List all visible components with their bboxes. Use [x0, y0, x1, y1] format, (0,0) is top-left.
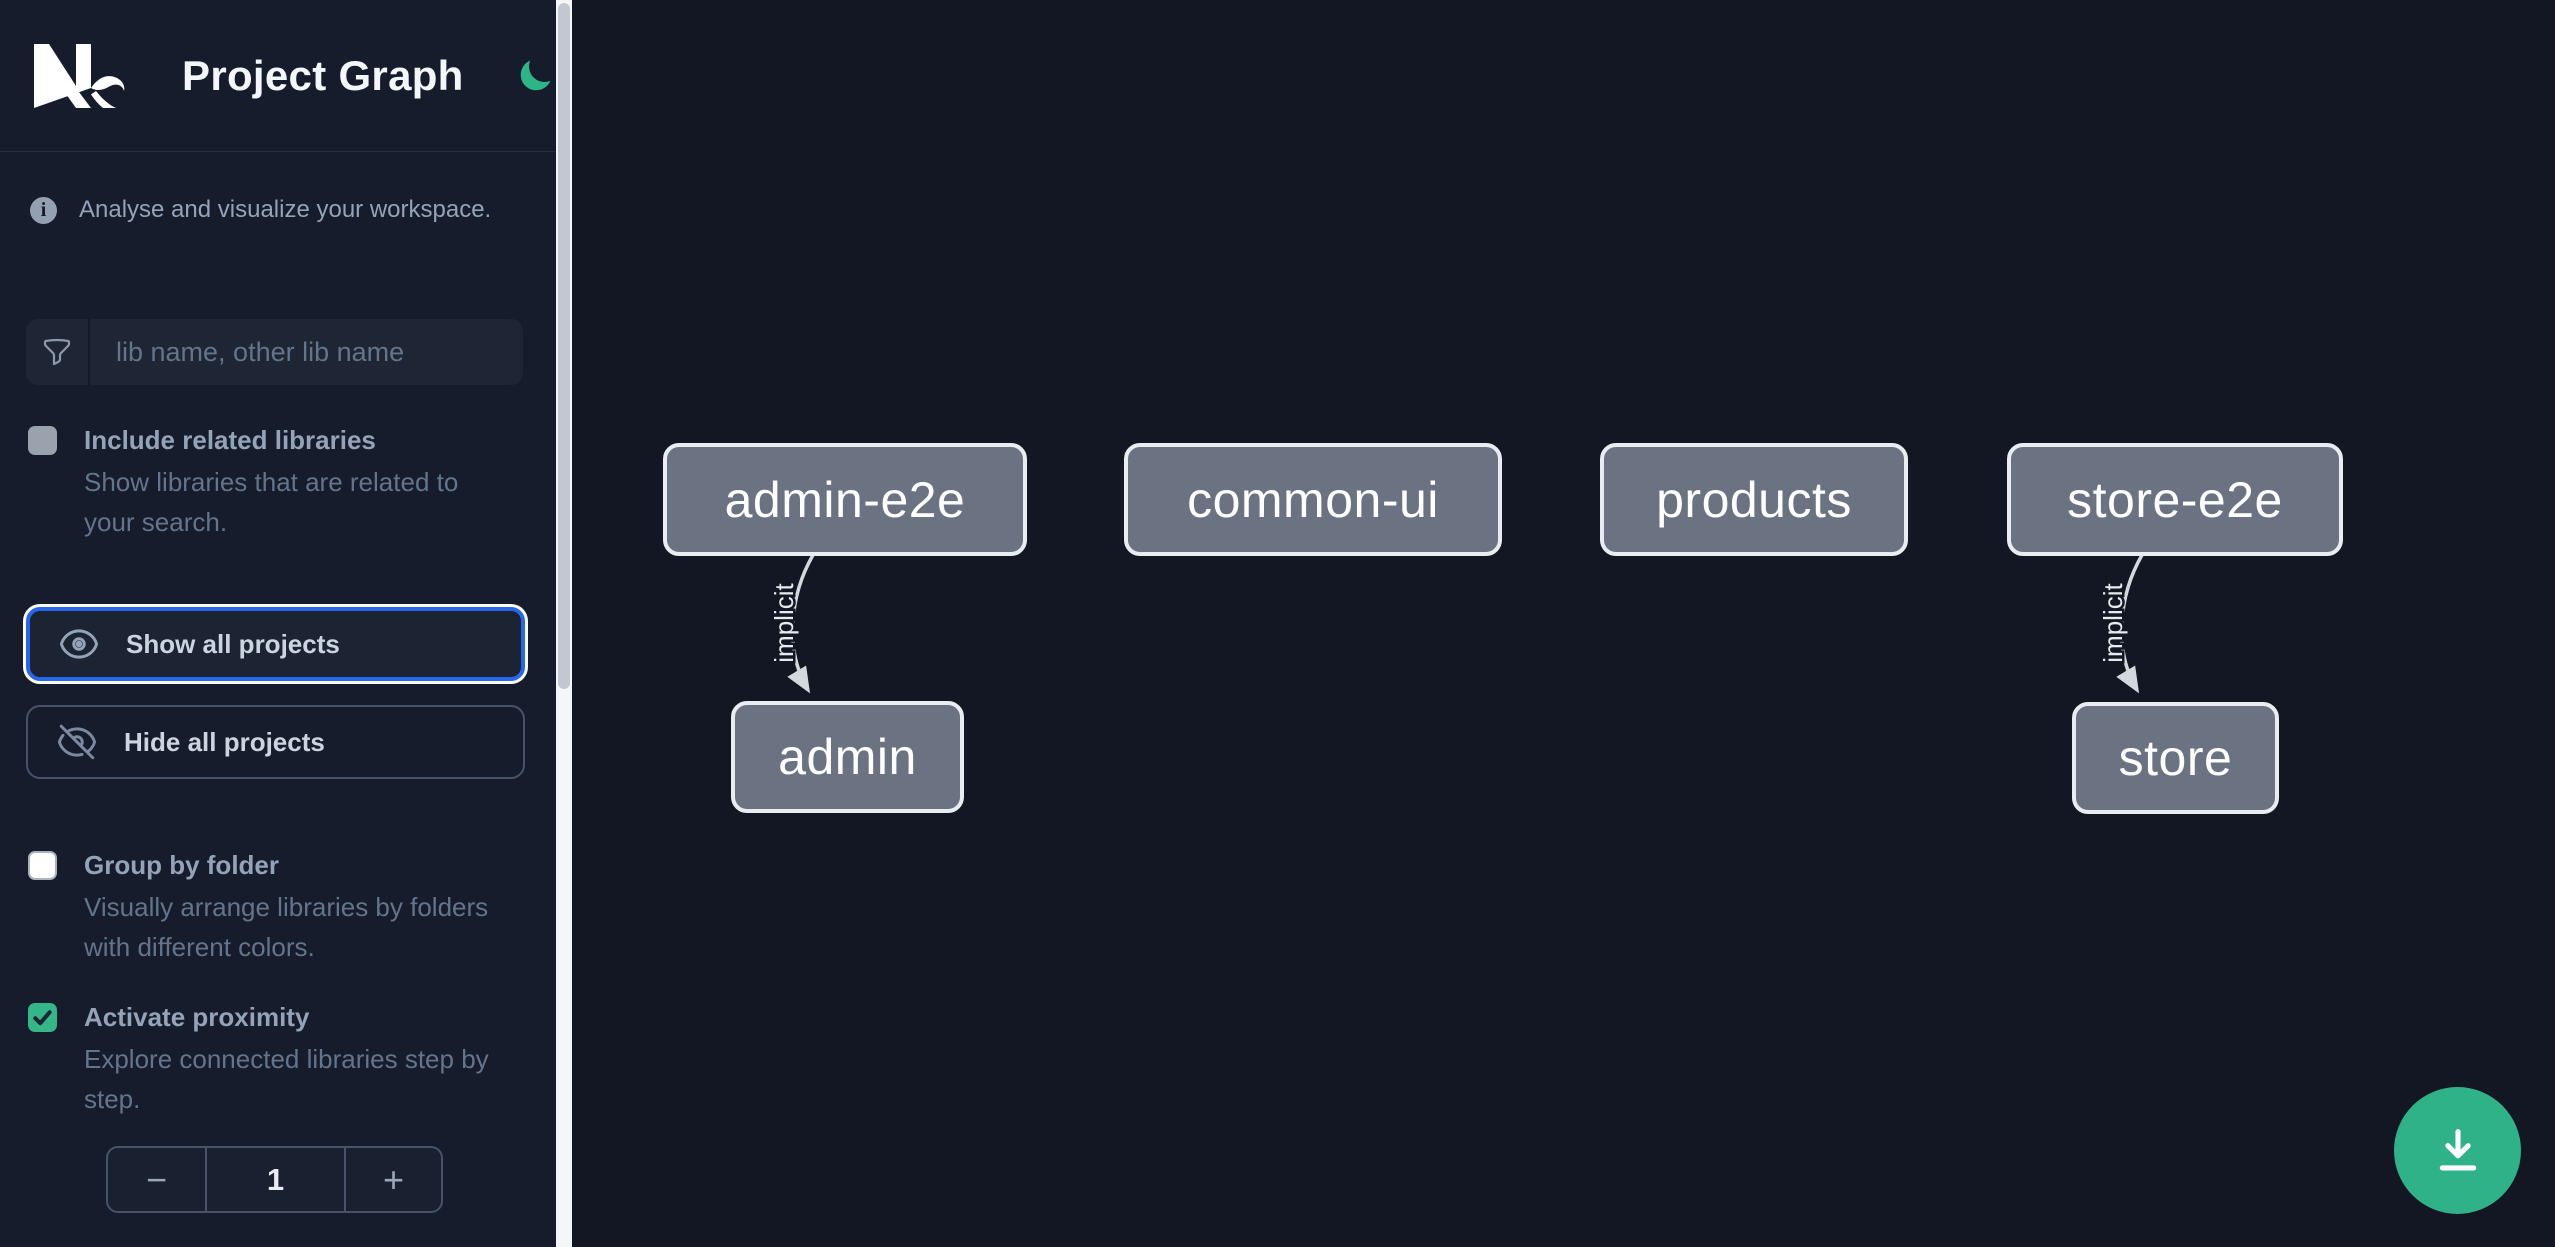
- show-all-projects-button[interactable]: Show all projects: [26, 607, 525, 681]
- activate-proximity-label: Activate proximity: [84, 1002, 310, 1032]
- group-by-folder-block: Group by folder Visually arrange librari…: [28, 849, 508, 967]
- group-by-folder-description: Visually arrange libraries by folders wi…: [84, 892, 489, 962]
- graph-node-admin-e2e[interactable]: admin-e2e: [663, 443, 1027, 556]
- nx-logo-icon: [34, 43, 125, 108]
- graph-node-admin[interactable]: admin: [731, 701, 964, 813]
- graph-node-store-e2e[interactable]: store-e2e: [2007, 443, 2343, 556]
- activate-proximity-block: Activate proximity Explore connected lib…: [28, 1001, 508, 1119]
- hide-all-projects-label: Hide all projects: [124, 726, 325, 757]
- filter-funnel-icon: [26, 319, 90, 385]
- info-icon: i: [30, 196, 57, 224]
- stepper-decrement-button[interactable]: −: [108, 1148, 207, 1211]
- edge-label: implicit: [769, 583, 799, 663]
- activate-proximity-checkbox[interactable]: [28, 1003, 57, 1032]
- activate-proximity-description: Explore connected libraries step by step…: [84, 1044, 489, 1114]
- edge-label: implicit: [2098, 583, 2128, 663]
- download-graph-button[interactable]: [2394, 1087, 2521, 1214]
- show-all-projects-label: Show all projects: [126, 628, 340, 659]
- sidebar-header: Project Graph: [0, 0, 556, 152]
- include-related-description: Show libraries that are related to your …: [84, 467, 459, 537]
- sidebar-scrollbar-thumb[interactable]: [558, 3, 570, 689]
- theme-toggle-button[interactable]: [514, 54, 556, 98]
- hide-all-projects-button[interactable]: Hide all projects: [26, 705, 525, 779]
- workspace-tagline-row: i Analyse and visualize your workspace.: [30, 196, 491, 224]
- stepper-increment-button[interactable]: +: [344, 1148, 441, 1211]
- graph-canvas[interactable]: implicit implicit admin-e2e common-ui pr…: [572, 0, 2555, 1247]
- checkmark-icon: [33, 1010, 52, 1026]
- sidebar-scrollbar-track[interactable]: [556, 0, 572, 1247]
- include-related-block: Include related libraries Show libraries…: [28, 424, 508, 542]
- stepper-value: 1: [266, 1161, 285, 1197]
- graph-node-common-ui[interactable]: common-ui: [1124, 443, 1502, 556]
- edge-admin-e2e-to-admin[interactable]: implicit: [767, 554, 815, 694]
- search-input[interactable]: [90, 319, 523, 385]
- graph-edges-layer: implicit implicit: [767, 554, 2144, 694]
- eye-icon: [59, 629, 99, 659]
- edge-store-e2e-to-store[interactable]: implicit: [2096, 554, 2144, 694]
- graph-node-store[interactable]: store: [2072, 702, 2279, 814]
- group-by-folder-label: Group by folder: [84, 850, 279, 880]
- search-box: [26, 319, 523, 385]
- include-related-checkbox[interactable]: [28, 426, 57, 455]
- download-icon: [2439, 1128, 2476, 1170]
- page-title: Project Graph: [182, 51, 464, 99]
- graph-node-products[interactable]: products: [1600, 443, 1908, 556]
- group-by-folder-checkbox[interactable]: [28, 851, 57, 880]
- proximity-depth-stepper: − 1 +: [106, 1146, 443, 1213]
- eye-off-icon: [57, 724, 97, 760]
- sidebar: Project Graph i Analyse and visualize yo…: [0, 0, 556, 1247]
- moon-icon: [520, 60, 551, 90]
- tagline-text: Analyse and visualize your workspace.: [79, 196, 492, 223]
- include-related-label: Include related libraries: [84, 425, 376, 455]
